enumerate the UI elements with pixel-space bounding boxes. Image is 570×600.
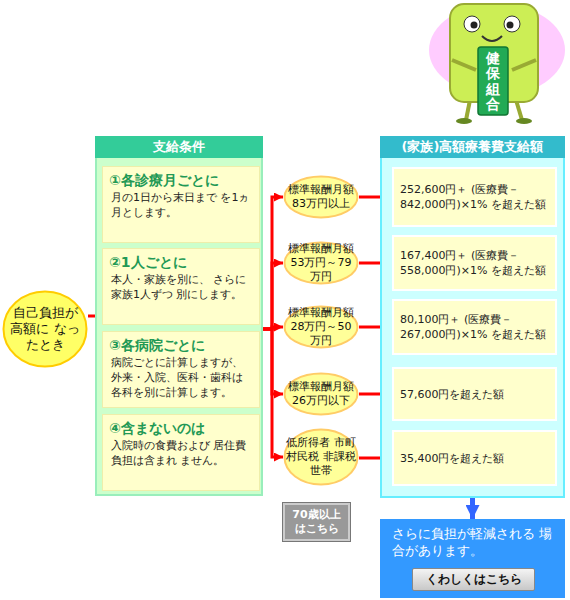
mascot-pupil [471, 22, 478, 29]
ellipse-outline [285, 243, 358, 284]
income-ellipse: 標準報酬月額 26万円以下 [283, 372, 359, 416]
node-text: 80,100円＋ (医療費－267,000円)×1% を超えた額 [400, 312, 549, 342]
sign-text: 健保組合 [486, 51, 500, 113]
connector-arrow [470, 498, 475, 519]
condition-heading: ②1人ごとに [109, 253, 253, 272]
mascot-mouth [482, 36, 502, 41]
panel-header: 支給条件 [95, 136, 263, 158]
condition-box: ②1人ごとに本人・家族を別に、 さらに家族1人ずつ 別にします。 [102, 248, 260, 325]
node-text: 標準報酬月額 83万円以上 [286, 183, 356, 211]
mascot-foot [456, 118, 472, 124]
condition-body: 入院時の食費および 居住費負担は含まれ ません。 [109, 438, 253, 468]
ellipse-outline [4, 292, 87, 367]
node-text: 252,600円＋ (医療費－842,000円)×1% を超えた額 [400, 182, 549, 212]
node-text: 標準報酬月額 26万円以下 [286, 380, 356, 408]
ellipse-outline [285, 430, 358, 485]
condition-body: 月の1日から末日まで を1ヵ月とします。 [109, 190, 253, 220]
amount-box: 80,100円＋ (医療費－267,000円)×1% を超えた額 [392, 299, 557, 355]
condition-body: 病院ごとに計算しますが、 外来・入院、医科・歯科は 各科を別に計算します。 [109, 355, 253, 400]
mascot-foot [516, 118, 532, 124]
amount-box: 35,400円を超えた額 [392, 430, 557, 486]
note-box: さらに負担が軽減される 場合があります。くわしくはこちら [380, 519, 565, 598]
condition-heading: ③各病院ごとに [109, 336, 253, 355]
node-text: さらに負担が軽減される 場合があります。 [392, 525, 557, 559]
node-text: くわしくはこちら [426, 571, 522, 588]
ellipse-outline [285, 374, 358, 415]
mascot-sign [478, 47, 508, 115]
connector-arrow [88, 315, 95, 318]
income-ellipse: 標準報酬月額 53万円～79万円 [283, 241, 359, 285]
mascot-pupil [507, 22, 514, 29]
node-text: 167,400円＋ (医療費－558,000円)×1% を超えた額 [400, 248, 549, 278]
group-panel: 支給条件①各診療月ごとに月の1日から末日まで を1ヵ月とします。②1人ごとに本人… [95, 136, 263, 496]
income-ellipse: 低所得者 市町村民税 非課税世帯 [283, 428, 359, 486]
connector-arrow [263, 197, 283, 329]
node-text: 標準報酬月額 53万円～79万円 [286, 242, 356, 284]
node-text: 自己負担が 高額に なったとき [10, 305, 80, 353]
node-text: 57,600円を超えた額 [400, 387, 549, 402]
mascot-arm [512, 60, 536, 70]
condition-box: ①各診療月ごとに月の1日から末日まで を1ヵ月とします。 [102, 166, 260, 243]
panel-header: (家族)高額療養費支給額 [380, 136, 565, 158]
condition-box: ③各病院ごとに病院ごとに計算しますが、 外来・入院、医科・歯科は 各科を別に計算… [102, 331, 260, 408]
node-text: 70歳以上 はこちら [285, 508, 348, 536]
mascot-eye [464, 16, 480, 32]
link-button: くわしくはこちら [412, 568, 535, 591]
ellipse-outline [285, 307, 358, 348]
mascot-eye [504, 16, 520, 32]
income-ellipse: 標準報酬月額 28万円～50万円 [283, 305, 359, 349]
node-text: 低所得者 市町村民税 非課税世帯 [286, 436, 356, 478]
connector-arrow [263, 329, 283, 457]
age-button: 70歳以上 はこちら [283, 503, 350, 541]
node-text: 35,400円を超えた額 [400, 451, 549, 466]
group-panel: (家族)高額療養費支給額 252,600円＋ (医療費－842,000円)×1% … [380, 136, 565, 498]
connector-arrow [263, 263, 283, 329]
start-circle: 自己負担が 高額に なったとき [2, 290, 88, 368]
condition-body: 本人・家族を別に、 さらに家族1人ずつ 別にします。 [109, 272, 253, 302]
condition-box: ④含まないのは入院時の食費および 居住費負担は含まれ ません。 [102, 414, 260, 491]
amount-box: 167,400円＋ (医療費－558,000円)×1% を超えた額 [392, 235, 557, 291]
ellipse-outline [285, 177, 358, 218]
income-ellipse: 標準報酬月額 83万円以上 [283, 175, 359, 219]
amount-box: 57,600円を超えた額 [392, 367, 557, 421]
node-text: 標準報酬月額 28万円～50万円 [286, 306, 356, 348]
condition-heading: ①各診療月ごとに [109, 171, 253, 190]
condition-heading: ④含まないのは [109, 419, 253, 438]
mascot-arm [452, 60, 476, 70]
amount-box: 252,600円＋ (医療費－842,000円)×1% を超えた額 [392, 167, 557, 227]
